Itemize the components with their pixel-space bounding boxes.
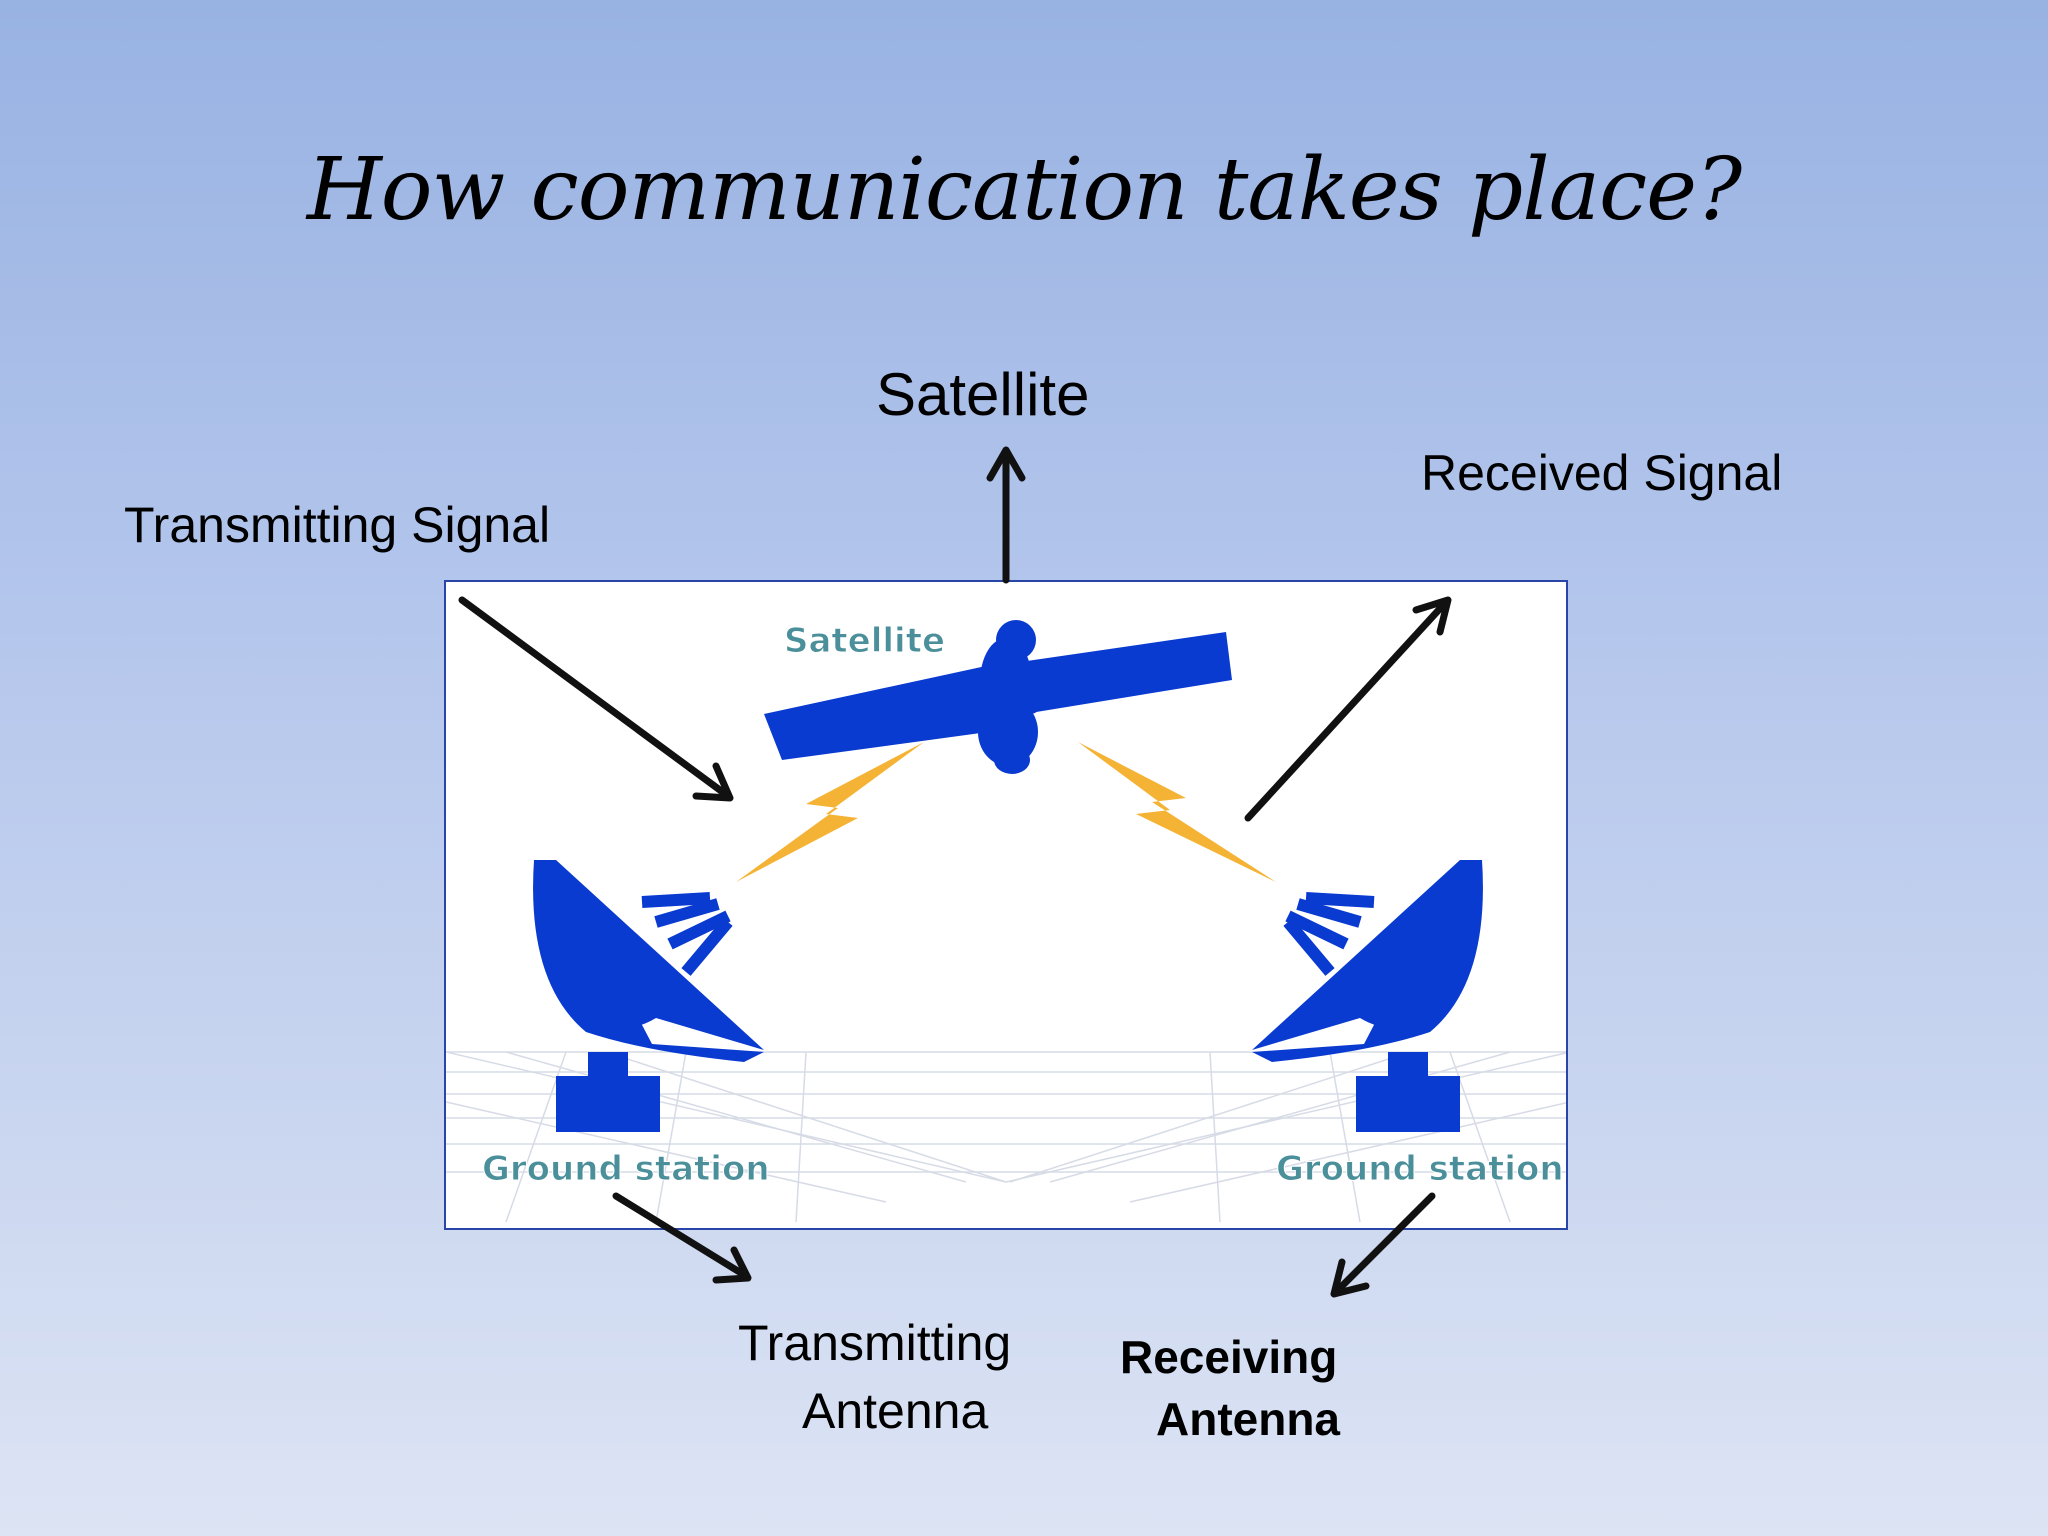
arrow-transmitting-signal — [458, 596, 734, 802]
right-ground-station-caption: Ground station — [1276, 1149, 1564, 1189]
illustration-svg: Satellite Ground station Ground station — [446, 620, 1566, 1223]
right-ground-station-icon — [1252, 860, 1483, 1132]
satellite-label: Satellite — [876, 361, 1090, 428]
transmitting-antenna-label-line1: Transmitting — [738, 1315, 1012, 1371]
signal-bolt-left — [736, 742, 924, 882]
satellite-caption: Satellite — [784, 621, 945, 661]
signal-bolt-right — [1078, 742, 1276, 882]
transmitting-antenna-label-line2: Antenna — [802, 1383, 989, 1439]
arrow-transmitting-antenna — [612, 1192, 752, 1284]
illustration-box: Satellite Ground station Ground station — [444, 580, 1568, 1230]
slide-title: How communication takes place? — [306, 140, 1742, 240]
receiving-antenna-label-line2: Antenna — [1156, 1393, 1340, 1445]
arrow-received-signal — [1244, 596, 1452, 822]
arrow-receiving-antenna — [1330, 1192, 1436, 1298]
arrow-up-to-satellite — [986, 446, 1026, 584]
receiving-antenna-label-line1: Receiving — [1120, 1331, 1338, 1383]
transmitting-signal-label: Transmitting Signal — [124, 497, 551, 553]
received-signal-label: Received Signal — [1421, 445, 1783, 501]
left-ground-station-caption: Ground station — [482, 1149, 770, 1189]
satellite-icon — [764, 620, 1232, 774]
left-ground-station-icon — [533, 860, 764, 1132]
